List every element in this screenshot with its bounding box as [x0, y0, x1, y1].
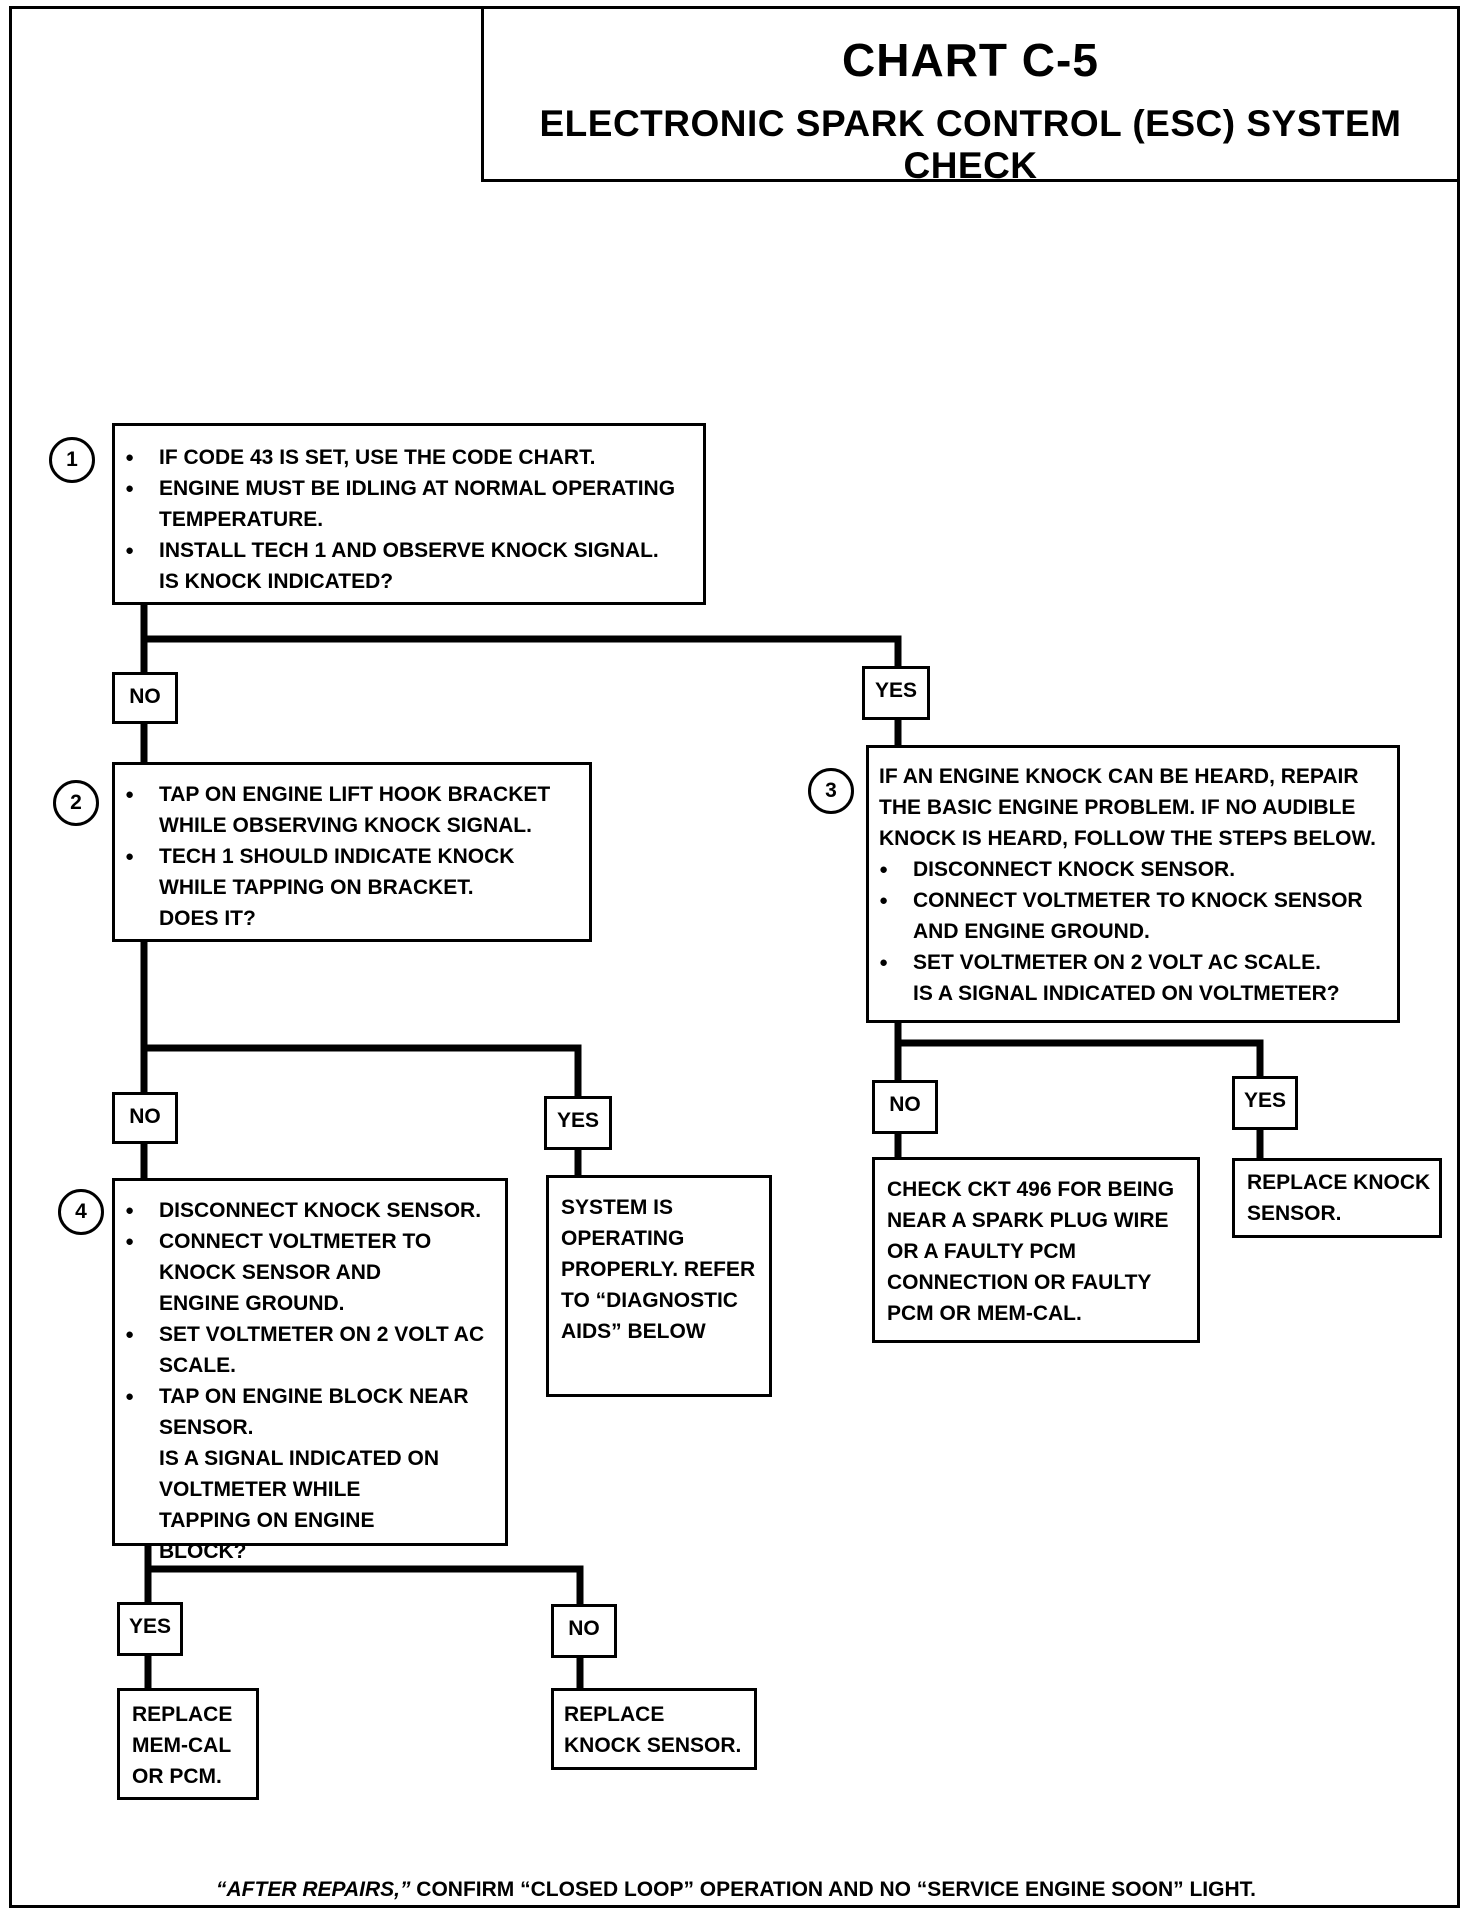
step-3-bullet: SET VOLTMETER ON 2 VOLT AC SCALE.: [869, 947, 1397, 978]
connector-1-yes: [140, 635, 902, 749]
step-2-bullet: TAP ON ENGINE LIFT HOOK BRACKET WHILE OB…: [115, 779, 579, 841]
step-4-no-label: NO: [551, 1604, 617, 1658]
footer-after-repairs: “AFTER REPAIRS,”: [216, 1878, 411, 1901]
step-3-bullet: DISCONNECT KNOCK SENSOR.: [869, 854, 1397, 885]
step-1-bullet: INSTALL TECH 1 AND OBSERVE KNOCK SIGNAL.: [115, 535, 703, 566]
step-4-box: DISCONNECT KNOCK SENSOR. CONNECT VOLTMET…: [112, 1178, 508, 1563]
step-2-bullet: TECH 1 SHOULD INDICATE KNOCK WHILE TAPPI…: [115, 841, 559, 903]
step-4-bullet: TAP ON ENGINE BLOCK NEAR SENSOR.: [115, 1381, 469, 1443]
step-1-bullet: IF CODE 43 IS SET, USE THE CODE CHART.: [115, 442, 703, 473]
step-1-no-label: NO: [112, 672, 178, 724]
step-1-bullet: ENGINE MUST BE IDLING AT NORMAL OPERATIN…: [115, 473, 679, 535]
step-3-no-label: NO: [872, 1080, 938, 1134]
connector-2-yes: [140, 1044, 582, 1182]
step-3-intro: IF AN ENGINE KNOCK CAN BE HEARD, REPAIR …: [879, 765, 1377, 850]
step-4-yes-label: YES: [117, 1602, 183, 1656]
step-2-number: 2: [53, 780, 99, 826]
step-3-question: IS A SIGNAL INDICATED ON VOLTMETER?: [913, 982, 1340, 1005]
step-4-question: IS A SIGNAL INDICATED ON VOLTMETER WHILE…: [159, 1447, 440, 1563]
step-2-no-label: NO: [112, 1092, 178, 1144]
title-block: CHART C-5 ELECTRONIC SPARK CONTROL (ESC)…: [481, 6, 1460, 186]
footer-note: “AFTER REPAIRS,” CONFIRM “CLOSED LOOP” O…: [0, 1878, 1472, 1902]
chart-title: CHART C-5: [842, 34, 1099, 86]
result-check-ckt-text: CHECK CKT 496 FOR BEING NEAR A SPARK PLU…: [887, 1178, 1175, 1325]
step-1-box: IF CODE 43 IS SET, USE THE CODE CHART. E…: [112, 423, 706, 605]
result-replace-memcal: REPLACE MEM-CAL OR PCM.: [117, 1688, 259, 1800]
result-replace-sensor-right: REPLACE KNOCK SENSOR.: [1232, 1158, 1442, 1238]
step-4-number: 4: [58, 1189, 104, 1235]
step-3-yes-label: YES: [1232, 1076, 1298, 1130]
result-system-ok: SYSTEM IS OPERATING PROPERLY. REFER TO “…: [546, 1175, 772, 1397]
result-system-ok-text: SYSTEM IS OPERATING PROPERLY. REFER TO “…: [561, 1196, 756, 1343]
result-check-ckt: CHECK CKT 496 FOR BEING NEAR A SPARK PLU…: [872, 1157, 1200, 1343]
step-1-question: IS KNOCK INDICATED?: [159, 570, 394, 593]
step-1-yes-label: YES: [862, 666, 930, 720]
step-4-bullet: SET VOLTMETER ON 2 VOLT AC SCALE.: [115, 1319, 489, 1381]
step-2-question: DOES IT?: [159, 907, 256, 930]
step-1-number: 1: [49, 437, 95, 483]
step-2-yes-label: YES: [544, 1096, 612, 1150]
result-replace-sensor-bottom: REPLACE KNOCK SENSOR.: [551, 1688, 757, 1770]
chart-subtitle: ELECTRONIC SPARK CONTROL (ESC) SYSTEM CH…: [539, 103, 1402, 186]
connector-4-no: [144, 1565, 584, 1698]
step-3-number: 3: [808, 768, 854, 814]
result-replace-memcal-text: REPLACE MEM-CAL OR PCM.: [132, 1703, 233, 1788]
result-replace-sensor-right-text: REPLACE KNOCK SENSOR.: [1247, 1171, 1431, 1225]
step-4-bullet: DISCONNECT KNOCK SENSOR.: [115, 1195, 505, 1226]
step-3-bullet: CONNECT VOLTMETER TO KNOCK SENSOR AND EN…: [869, 885, 1363, 947]
step-3-box: IF AN ENGINE KNOCK CAN BE HEARD, REPAIR …: [866, 745, 1400, 1023]
connector-3-yes: [894, 1039, 1264, 1164]
step-4-bullet: CONNECT VOLTMETER TO KNOCK SENSOR AND EN…: [115, 1226, 459, 1319]
result-replace-sensor-bottom-text: REPLACE KNOCK SENSOR.: [564, 1703, 742, 1757]
step-2-box: TAP ON ENGINE LIFT HOOK BRACKET WHILE OB…: [112, 762, 592, 942]
footer-rest: CONFIRM “CLOSED LOOP” OPERATION AND NO “…: [410, 1878, 1256, 1901]
